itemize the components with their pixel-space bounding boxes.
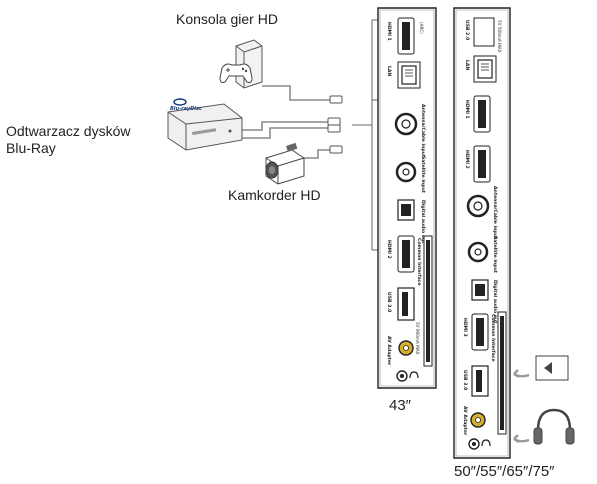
svg-text:HDMI 1: HDMI 1 (386, 22, 392, 41)
gamepad-icon (219, 63, 253, 83)
svg-text:USB 3.0: USB 3.0 (386, 292, 392, 312)
cable-plugs (327, 95, 343, 154)
svg-text:Satellite input: Satellite input (420, 156, 426, 194)
svg-text:LAN: LAN (464, 60, 470, 70)
svg-text:5V 500mA MAX: 5V 500mA MAX (497, 20, 502, 53)
bluray-logo: Blu-rayDisc (170, 98, 202, 112)
svg-text:Common Interface: Common Interface (490, 314, 496, 362)
hdmi-2-port-43: HDMI 2 (386, 235, 415, 273)
lan-port-large: LAN (464, 55, 497, 83)
svg-text:USB 3.0: USB 3.0 (462, 370, 468, 390)
svg-text:LAN: LAN (386, 66, 392, 76)
svg-text:Satellite input: Satellite input (492, 236, 498, 274)
hdmi-3-port-large: HDMI 3 (462, 313, 489, 351)
camcorder-icon (265, 142, 305, 185)
antenna-port-43: Antenna/Cable input (394, 104, 426, 158)
svg-text:AV Adapter: AV Adapter (462, 406, 468, 436)
camcorder-label: Kamkorder HD (228, 187, 321, 203)
tv-panel-large: USB 2.0 5V 500mA MAX LAN HDMI 1 HDMI 2 A… (453, 7, 511, 459)
hdmi-bracket (352, 19, 378, 251)
hdmi-1-port-43: HDMI 1 (ARC) (386, 17, 424, 55)
svg-text:Digital audio out: Digital audio out (492, 280, 498, 324)
cables (240, 85, 330, 159)
console-label: Konsola gier HD (176, 11, 278, 27)
common-interface-slot-large: Common Interface (490, 311, 507, 435)
bluray-label: Odtwarzacz dysków Blu-Ray (6, 123, 166, 157)
common-interface-slot-43: Common Interface (416, 235, 433, 367)
console-cable (262, 85, 330, 101)
panel-43-size-label: 43″ (389, 397, 411, 414)
svg-text:USB 2.0: USB 2.0 (464, 20, 470, 40)
satellite-port-43: Satellite input (395, 156, 426, 194)
svg-text:HDMI 1: HDMI 1 (464, 100, 470, 119)
panel-large-size-label: 50″/55″/65″/75″ (454, 463, 555, 480)
svg-text:5V 900mA MAX: 5V 900mA MAX (415, 322, 420, 355)
bluray-player-icon: Blu-rayDisc (167, 98, 243, 151)
digital-audio-port-large: Digital audio out (471, 279, 498, 324)
usb-2-port-large: USB 2.0 5V 500mA MAX (464, 17, 502, 53)
headphones-icon (513, 408, 575, 445)
camcorder-cable (300, 149, 330, 159)
svg-text:AV Adapter: AV Adapter (386, 336, 392, 366)
hdmi-1-port-large: HDMI 1 (464, 95, 491, 133)
hdmi-2-port-large: HDMI 2 (464, 145, 491, 183)
game-console-icon (219, 39, 263, 89)
svg-text:Blu-rayDisc: Blu-rayDisc (170, 106, 202, 112)
av-adapter-port-large: AV Adapter (462, 406, 486, 436)
lan-port-43: LAN (386, 61, 421, 89)
svg-text:Digital audio out: Digital audio out (420, 200, 426, 244)
bluray-label-line1: Odtwarzacz dysków (6, 123, 131, 139)
tv-panel-43: HDMI 1 (ARC) LAN Antenna/Cable input Sat… (377, 7, 437, 389)
bluray-cable-b (240, 127, 328, 139)
headphone-jack-43 (396, 370, 419, 382)
bluray-cable-a (240, 121, 328, 131)
svg-text:Common Interface: Common Interface (416, 238, 422, 286)
svg-text:HDMI 3: HDMI 3 (462, 318, 468, 337)
av-adapter-port-43: AV Adapter (386, 336, 414, 366)
headphone-jack-large (468, 438, 491, 450)
svg-text:Antenna/Cable input: Antenna/Cable input (492, 186, 498, 240)
usb-3-port-large: USB 3.0 (462, 365, 489, 397)
digital-audio-port-43: Digital audio out (397, 199, 426, 244)
ci-card-icon (513, 355, 569, 381)
svg-text:(ARC): (ARC) (419, 22, 424, 34)
bluray-label-line2: Blu-Ray (6, 140, 56, 156)
antenna-port-large: Antenna/Cable input (466, 186, 498, 240)
svg-text:Antenna/Cable input: Antenna/Cable input (420, 104, 426, 158)
usb-port-43: USB 3.0 5V 900mA MAX (386, 287, 420, 355)
satellite-port-large: Satellite input (467, 236, 498, 274)
svg-text:HDMI 2: HDMI 2 (464, 150, 470, 169)
svg-text:HDMI 2: HDMI 2 (386, 240, 392, 259)
